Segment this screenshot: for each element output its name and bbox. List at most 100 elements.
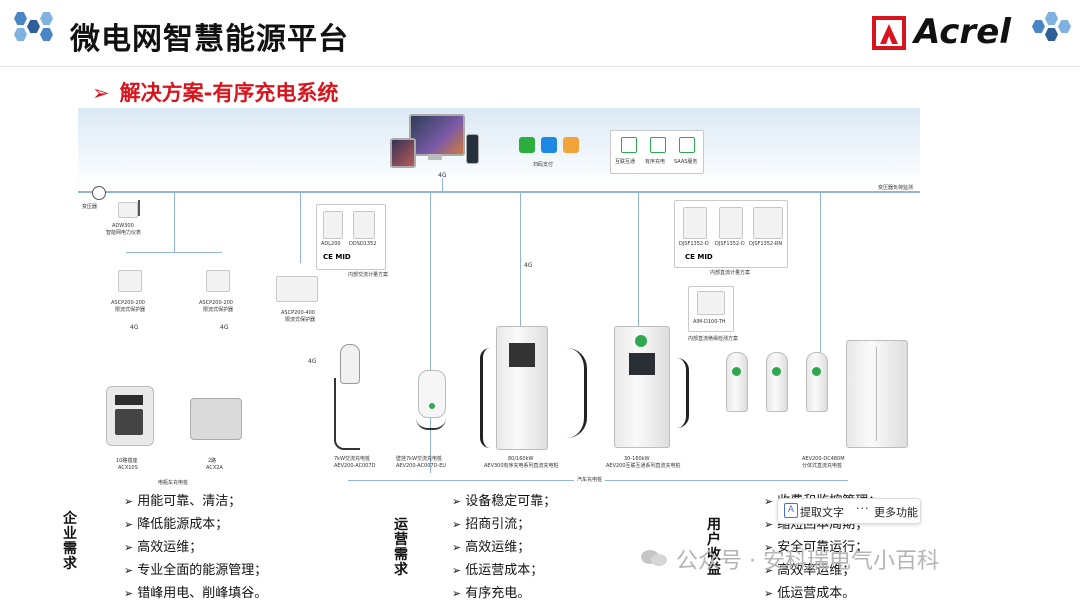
col-label-char: 户 (707, 532, 721, 548)
feature-label-1: 有序充电 (645, 159, 666, 165)
protector-1-model: ASCP200-200 (111, 300, 145, 306)
extract-text-icon[interactable]: A (784, 503, 798, 518)
insulation-caption: 内部直流绝缘检测方案 (688, 336, 739, 342)
terminal-badge-1 (732, 367, 741, 376)
triangle-bullet-icon: ➢ (124, 518, 134, 531)
text-selection-popup: A 提取文字 ··· 更多功能 (777, 498, 921, 524)
drop-line-1 (174, 193, 175, 253)
triangle-bullet-icon: ➢ (764, 518, 774, 531)
dc-meter-cert: CE MID (685, 253, 713, 261)
page-title: 微电网智慧能源平台 (70, 22, 349, 57)
feature-label-0: 互联互通 (615, 159, 636, 165)
more-functions-button[interactable]: 更多功能 (874, 506, 918, 519)
col-label-char: 用 (707, 517, 721, 533)
ac-meter-cert: CE MID (323, 253, 351, 261)
tablet-icon (390, 138, 416, 168)
socket-10-device (106, 386, 154, 446)
extract-text-button[interactable]: 提取文字 (800, 506, 844, 519)
watermark-text: 公众号 · 安科瑞电气小百科 (676, 549, 939, 574)
triangle-bullet-icon: ➢ (764, 495, 774, 508)
monitor-stand (428, 154, 442, 160)
list-item: ➢低运营成本。 (764, 586, 856, 601)
list-item: ➢有序充电。 (452, 586, 531, 601)
device-3-name: 壁挂7kW交流充电桩 (396, 456, 443, 462)
brand-badge (635, 335, 647, 347)
net-label-3: 4G (308, 358, 317, 365)
protector-1 (118, 270, 142, 292)
col-label-char: 需 (394, 547, 408, 563)
ac-meter-model-1: DDSD1352 (349, 241, 377, 247)
col-label-char: 求 (394, 562, 408, 578)
slide-header: 微电网智慧能源平台 Acrel (0, 0, 1080, 68)
wechat-icon (519, 137, 535, 153)
device-6-name: AEV200-DC480M (802, 456, 845, 462)
device-5-model: AEV200互联互通系列直流充电桩 (606, 463, 681, 469)
device-0-model: ACX10S (118, 465, 138, 471)
drop-line-2 (300, 193, 301, 263)
list-item: ➢招商引流； (452, 517, 531, 532)
dc-charger-aev200 (614, 326, 670, 448)
aim-d100-device (697, 291, 725, 315)
device-4-name: 80/160kW (508, 456, 534, 462)
socket-2-device (190, 398, 242, 440)
col-label-char: 收 (707, 547, 721, 563)
triangle-bullet-icon: ➢ (124, 587, 134, 600)
split-terminal-2 (766, 352, 788, 412)
col-label-char: 业 (63, 526, 77, 542)
ac-meter-caption: 内部交流计量方案 (348, 272, 389, 278)
monitor-icon (409, 114, 465, 156)
device-2-name: 7kW交流充电桩 (334, 456, 371, 462)
cloud-background (78, 108, 920, 188)
list-item: ➢专业全面的能源管理； (124, 563, 268, 578)
device-0-name: 10路插座 (116, 458, 138, 464)
device-3-model: AEV200-AC007D-EU (396, 463, 447, 469)
more-icon[interactable]: ··· (856, 502, 870, 515)
list-item: ➢设备稳定可靠； (452, 494, 557, 509)
dc-meter-box: DJSF1352-D DJSF1352-D DJSF1352-RN CE MID (674, 200, 788, 268)
ac-meter-box: ADL200 DDSD1352 CE MID (316, 204, 386, 270)
list-item: ➢错峰用电、削峰填谷。 (124, 586, 268, 601)
col-label-char: 求 (63, 556, 77, 572)
protector-3 (276, 276, 318, 302)
pay-label: 扫码支付 (533, 162, 554, 168)
terminal-badge-2 (772, 367, 781, 376)
triangle-bullet-icon: ➢ (452, 587, 462, 600)
device-1-name: 2路 (208, 458, 217, 464)
list-item: ➢安全可靠运行； (764, 540, 869, 555)
triangle-bullet-icon: ➢ (764, 564, 774, 577)
operation-needs-list: ➢设备稳定可靠； ➢招商引流； ➢高效运维； ➢低运营成本； ➢有序充电。 (452, 490, 556, 605)
protector-1-desc: 限流式保护器 (115, 307, 146, 313)
dc-meter-caption: 内部直流计量方案 (710, 270, 751, 276)
header-divider (0, 66, 1080, 67)
device-4-model: AEV300有序充电系列直流充电桩 (484, 463, 559, 469)
col-label-user: 用户收益 (706, 518, 722, 578)
insulation-model: AIM-D100-TH (693, 319, 726, 325)
terminal-badge-3 (812, 367, 821, 376)
device-1-model: ACX2A (206, 465, 223, 471)
dc-charger-aev300 (496, 326, 548, 450)
triangle-bullet-icon: ➢ (124, 541, 134, 554)
col-label-operation: 运营需求 (393, 518, 409, 578)
triangle-bullet-icon: ➢ (124, 564, 134, 577)
antenna-icon (138, 200, 140, 216)
transformer-icon (92, 186, 106, 200)
phone-icon (466, 134, 479, 164)
triangle-bullet-icon: ➢ (764, 541, 774, 554)
drop-line-4 (520, 193, 521, 331)
col-label-char: 运 (394, 517, 408, 533)
ordered-charge-icon (650, 137, 666, 153)
transformer-label: 变压器 (82, 204, 98, 210)
alipay-icon (541, 137, 557, 153)
dc-charger-cable-right (544, 348, 587, 438)
hex-decoration-right (1032, 12, 1072, 46)
device-6-model: 分体式直流充电桩 (802, 463, 843, 469)
arrow-icon: ➢ (92, 81, 110, 105)
list-item: ➢降低能源成本； (124, 517, 229, 532)
device-2-model: AEV200-AC007D (334, 463, 376, 469)
drop-line-5 (638, 193, 639, 328)
unionpay-icon (563, 137, 579, 153)
split-terminal-3 (806, 352, 828, 412)
dc-meter-model-1: DJSF1352-D (715, 241, 745, 247)
dc-meter-model-0: DJSF1352-D (679, 241, 709, 247)
